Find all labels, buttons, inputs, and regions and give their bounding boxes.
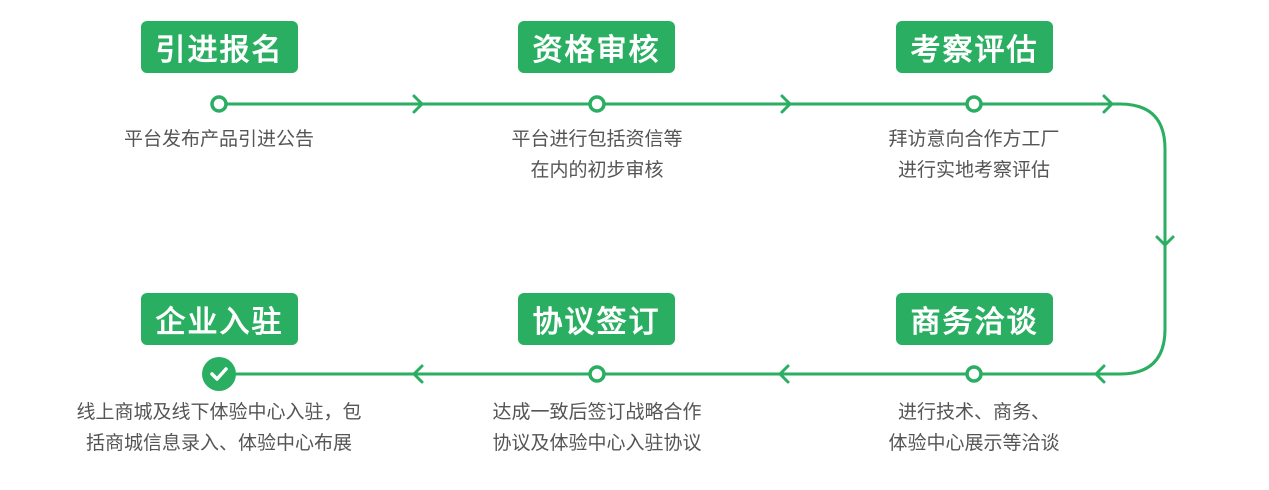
desc-line: 在内的初步审核 <box>530 159 664 181</box>
desc-line: 括商城信息录入、体验中心布展 <box>85 432 352 454</box>
node-1 <box>210 95 228 113</box>
arrow-left-2 <box>778 364 790 384</box>
desc-line: 线上商城及线下体验中心入驻，包 <box>76 401 362 423</box>
node-2 <box>588 95 606 113</box>
step-title-3: 考察评估 <box>896 21 1053 73</box>
arrow-left-3 <box>412 364 424 384</box>
desc-line: 拜访意向合作方工厂 <box>888 128 1060 150</box>
arrow-down <box>1155 235 1175 247</box>
step-title-5: 协议签订 <box>518 293 675 345</box>
top-line <box>225 102 1167 376</box>
desc-line: 进行实地考察评估 <box>897 159 1050 181</box>
step-desc-5: 达成一致后签订战略合作 协议及体验中心入驻协议 <box>427 397 767 459</box>
check-icon <box>202 357 236 391</box>
desc-line: 达成一致后签订战略合作 <box>492 401 702 423</box>
desc-line: 体验中心展示等洽谈 <box>888 432 1060 454</box>
desc-line: 协议及体验中心入驻协议 <box>492 432 702 454</box>
arrow-left-1 <box>1094 364 1106 384</box>
step-desc-3: 拜访意向合作方工厂 进行实地考察评估 <box>804 124 1144 186</box>
step-title-2: 资格审核 <box>518 21 675 73</box>
arrow-right-3 <box>1102 94 1114 114</box>
desc-line: 平台进行包括资信等 <box>511 128 683 150</box>
step-desc-4: 进行技术、商务、 体验中心展示等洽谈 <box>804 397 1144 459</box>
step-title-1: 引进报名 <box>141 21 298 73</box>
step-desc-2: 平台进行包括资信等 在内的初步审核 <box>427 124 767 186</box>
step-title-6: 企业入驻 <box>141 293 298 345</box>
desc-line: 平台发布产品引进公告 <box>123 128 314 150</box>
step-desc-1: 平台发布产品引进公告 <box>49 124 389 155</box>
node-3 <box>965 95 983 113</box>
node-4 <box>965 365 983 383</box>
step-title-4: 商务洽谈 <box>896 293 1053 345</box>
arrow-right-2 <box>780 94 792 114</box>
desc-line: 进行技术、商务、 <box>897 401 1050 423</box>
arrow-right-1 <box>412 94 424 114</box>
step-desc-6: 线上商城及线下体验中心入驻，包 括商城信息录入、体验中心布展 <box>49 397 389 459</box>
node-5 <box>588 365 606 383</box>
